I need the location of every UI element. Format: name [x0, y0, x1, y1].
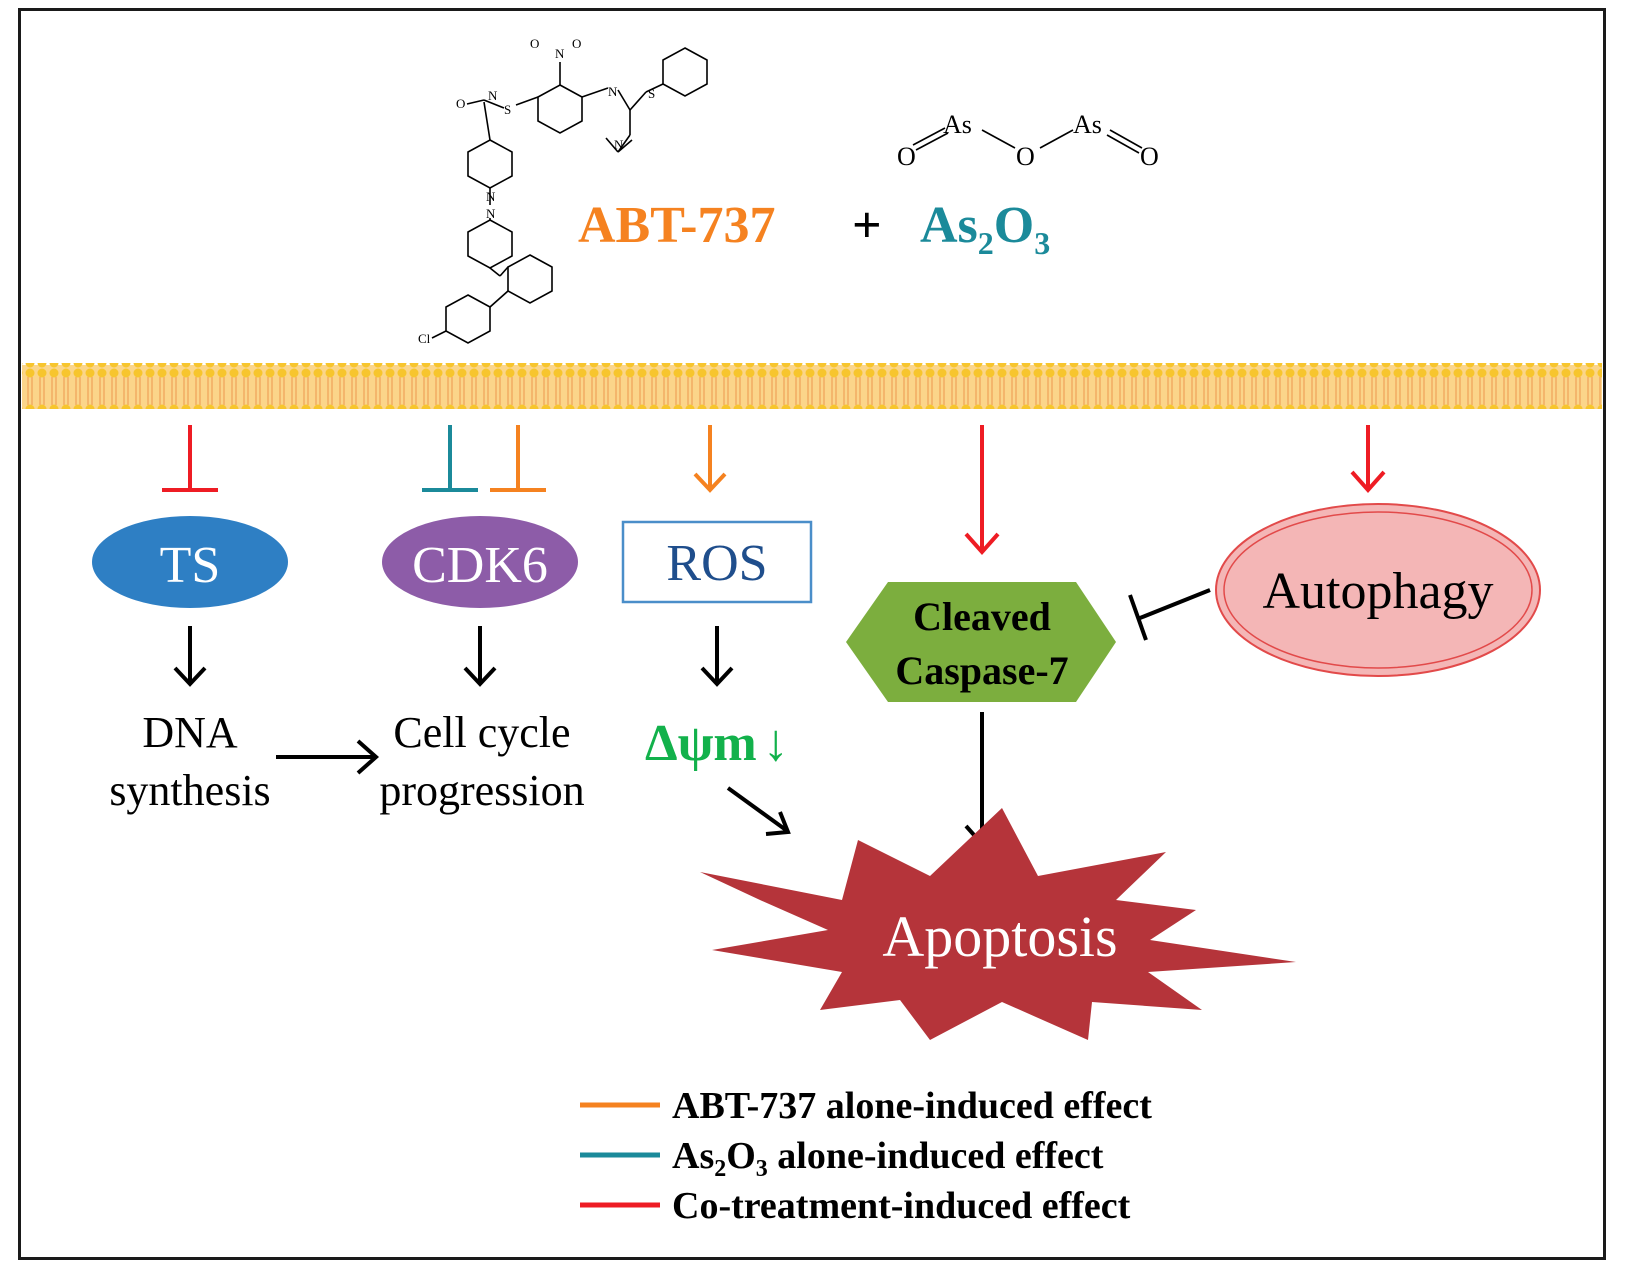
abt-737-label: ABT-737 [578, 197, 775, 254]
autophagy-activation-arrow [1350, 425, 1386, 494]
atom-n-piperazine-2: N [486, 206, 496, 221]
cdk6-node: CDK6 [382, 516, 578, 608]
autophagy-inhibits-caspase [1128, 588, 1211, 641]
as2o3-structure [912, 127, 1143, 154]
abt-737-structure-atoms: N O O N S S N O N N N Cl [418, 36, 655, 346]
apoptosis-label: Apoptosis [882, 904, 1117, 969]
as2o3-as-left: As [943, 110, 972, 139]
legend-label-cotreatment: Co-treatment-induced effect [672, 1185, 1131, 1227]
cell-cycle-line1: Cell cycle [393, 708, 570, 757]
plus-sign: + [852, 197, 882, 254]
as2o3-o-left: O [897, 142, 916, 171]
cdk6-inhibition-abt [490, 425, 546, 492]
caspase-label-line2: Caspase-7 [895, 648, 1068, 693]
atom-nh: N [608, 84, 618, 99]
apoptosis-node: Apoptosis [700, 808, 1296, 1040]
legend-label-as2o3: As2O3 alone-induced effect [672, 1135, 1104, 1182]
atom-s-sulfonyl: S [504, 102, 511, 117]
autophagy-label: Autophagy [1262, 563, 1493, 620]
as2o3-label: As2O3 [920, 197, 1050, 261]
downstream-arrows [173, 626, 1000, 848]
as2o3-o-bridge: O [1016, 142, 1035, 171]
dna-synthesis-line2: synthesis [109, 766, 270, 815]
atom-o-carbonyl: O [456, 96, 465, 111]
legend: ABT-737 alone-induced effect As2O3 alone… [580, 1085, 1152, 1227]
ros-node: ROS [621, 520, 813, 604]
atom-cl: Cl [418, 331, 431, 346]
atom-o-nitro-2: O [572, 36, 581, 51]
mitochondrial-potential: Δψm↓ [645, 715, 789, 772]
ts-inhibition [162, 425, 218, 492]
ros-label: ROS [666, 535, 767, 592]
atom-n-dimethyl: N [614, 137, 624, 152]
legend-label-abt: ABT-737 alone-induced effect [672, 1085, 1152, 1127]
ros-activation-arrow [693, 425, 727, 493]
atom-o-nitro-1: O [530, 36, 539, 51]
atom-n-piperazine-1: N [486, 189, 496, 204]
cell-membrane [22, 363, 1602, 409]
atom-nh-sulfonamide: N [488, 88, 498, 103]
caspase-node: Cleaved Caspase-7 [846, 582, 1116, 702]
ts-label: TS [160, 537, 221, 594]
caspase-activation-arrow [964, 425, 1000, 556]
dna-synthesis-line1: DNA [142, 708, 238, 757]
abt-737-structure [431, 47, 708, 344]
cell-cycle-line2: progression [379, 766, 584, 815]
atom-n-nitro: N [555, 46, 565, 61]
ts-node: TS [92, 516, 288, 608]
autophagy-node: Autophagy [1215, 503, 1541, 677]
as2o3-as-right: As [1073, 110, 1102, 139]
caspase-label-line1: Cleaved [913, 594, 1051, 639]
as2o3-structure-atoms: O As O As O [897, 110, 1159, 171]
cdk6-inhibition-as2o3 [422, 425, 478, 492]
cdk6-label: CDK6 [412, 537, 548, 594]
as2o3-o-right: O [1140, 142, 1159, 171]
atom-s-thio: S [648, 86, 655, 101]
